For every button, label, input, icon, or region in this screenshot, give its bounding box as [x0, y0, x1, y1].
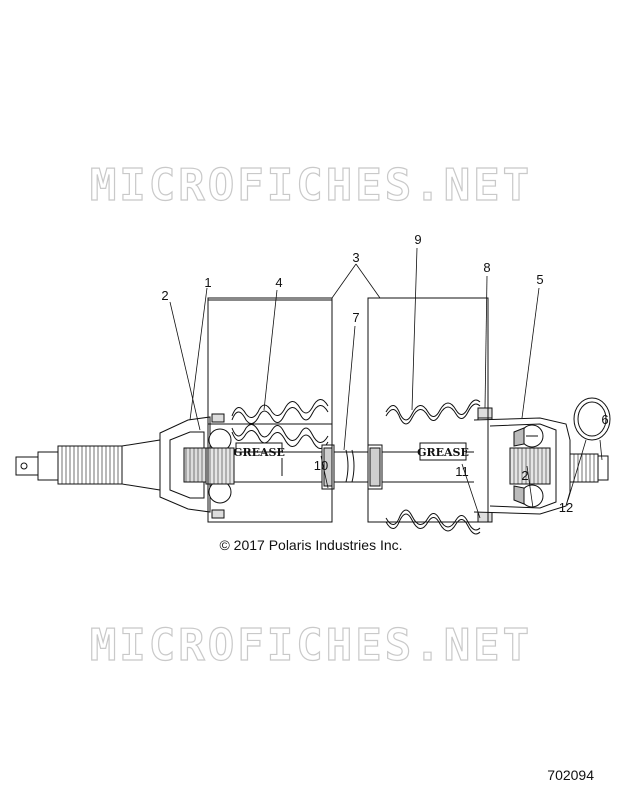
callout-7: 7 [352, 310, 359, 325]
left-boot [231, 399, 329, 449]
left-stub-shaft [15, 439, 161, 491]
copyright-text: © 2017 Polaris Industries Inc. [219, 537, 403, 553]
leader-lines [169, 247, 603, 519]
callout-5: 5 [536, 272, 543, 287]
callout-12: 12 [559, 500, 573, 515]
callout-10: 10 [314, 458, 328, 473]
callout-3: 3 [352, 250, 359, 265]
callout-6: 6 [601, 412, 608, 427]
grease-label-left: GREASE [233, 446, 285, 459]
right-stub-shaft [569, 453, 609, 483]
diagram-number: 702094 [547, 767, 594, 783]
callout-2-right: 2 [521, 468, 528, 483]
snap-ring [573, 397, 611, 441]
callout-1: 1 [204, 275, 211, 290]
callout-9: 9 [414, 232, 421, 247]
watermark-top: MICROFICHES.NET [89, 159, 533, 211]
callout-8: 8 [483, 260, 490, 275]
callout-11: 11 [455, 464, 469, 479]
left-outer-housing [159, 416, 235, 513]
right-grease-box [419, 442, 467, 461]
left-boot-clamp-top [211, 413, 225, 423]
right-boot-clamp-top [477, 407, 493, 419]
callout-2-left: 2 [161, 288, 168, 303]
left-clamp [321, 444, 335, 490]
center-shaft [233, 449, 377, 483]
left-boot-clamp-bottom [211, 509, 225, 519]
right-boot [385, 399, 481, 535]
right-outer-housing [473, 417, 571, 515]
watermark-bottom: MICROFICHES.NET [89, 619, 533, 671]
right-boot-clamp-bottom [477, 511, 493, 523]
callout-4: 4 [275, 275, 282, 290]
right-section-frame [367, 297, 489, 523]
grease-label-right: GREASE [417, 446, 469, 459]
left-section-frame [207, 297, 333, 523]
